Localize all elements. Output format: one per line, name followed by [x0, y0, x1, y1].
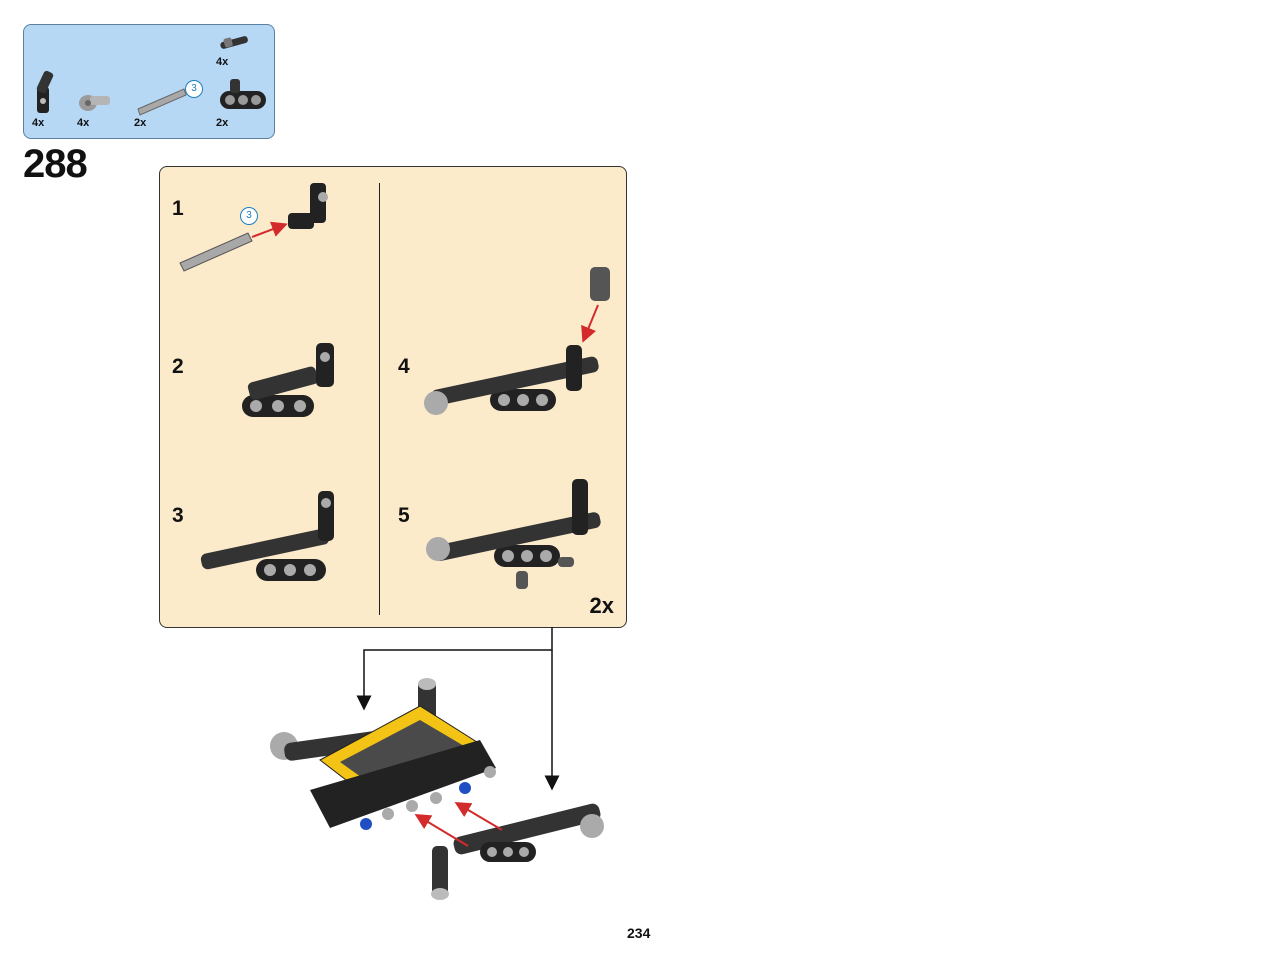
angle-connector-icon [36, 70, 54, 113]
multiplier-label: 2x [589, 593, 614, 618]
substep-3-illustration [200, 491, 334, 581]
substep-4-number: 4 [398, 355, 410, 378]
substep-2-illustration [242, 343, 334, 417]
substep-3-number: 3 [172, 504, 184, 527]
substep-5-number: 5 [398, 504, 410, 527]
substep-1-number: 1 [172, 197, 184, 220]
assembly-right-arm [414, 801, 604, 900]
substep-1-axle-badge: 3 [240, 207, 258, 225]
qty-axle-pin: 4x [77, 117, 90, 129]
subassembly-panel: 1 2 3 4 5 3 2x [159, 166, 627, 628]
axle-length-badge: 3 [185, 80, 203, 98]
substep-illustrations [179, 183, 610, 589]
page-number: 234 [627, 925, 651, 941]
step-number: 288 [23, 142, 88, 186]
parts-list-box: 3 4x 4x 2x 4x 2x [23, 24, 275, 139]
assembly-left-arm [270, 678, 436, 761]
qty-axle-3: 2x [134, 117, 147, 129]
qty-pin-connector: 4x [216, 56, 229, 68]
substep-1-illustration [179, 183, 328, 272]
parts-illustrations [36, 36, 266, 116]
yellow-body [310, 705, 496, 830]
axle-pin-icon [79, 95, 110, 111]
pin-connector-icon [220, 36, 248, 49]
substep-4-illustration [424, 267, 610, 415]
substep-5-illustration [426, 479, 601, 589]
qty-angle-connector: 4x [32, 117, 45, 129]
panel-divider [379, 183, 380, 615]
beam-3-icon [220, 79, 266, 109]
substep-2-number: 2 [172, 355, 184, 378]
callout-arrows [356, 627, 560, 791]
axle-3-icon [137, 88, 187, 116]
qty-beam-3: 2x [216, 117, 229, 129]
